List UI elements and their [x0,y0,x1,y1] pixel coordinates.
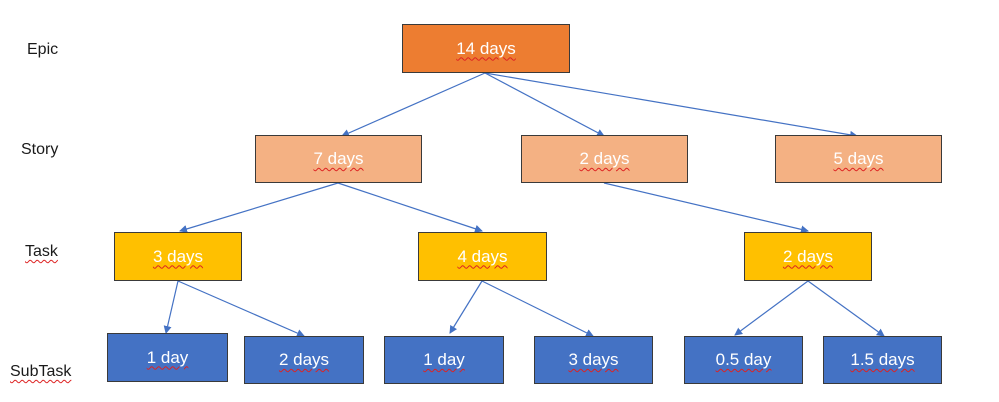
level-label-task: Task [25,243,58,260]
subtask-node-4: 3 days [534,336,653,384]
task-node-2: 4 days [418,232,547,281]
subtask-node-6-label: 1.5 days [850,350,915,369]
arrow-epic-to-story-3 [484,72,858,139]
story-node-1-label: 7 days [313,149,364,168]
task-node-2-label: 4 days [457,246,508,266]
task-node-1: 3 days [114,232,242,281]
arrow-task-1-to-subtask-1 [163,280,179,334]
story-node-3: 5 days [775,135,942,183]
story-node-2: 2 days [521,135,688,183]
subtask-node-5-label: 0.5 day [715,350,772,369]
subtask-node-4-label: 3 days [568,350,619,369]
level-label-story: Story [21,141,59,158]
story-node-3-label: 5 days [833,149,884,168]
task-node-3-label: 2 days [782,246,834,266]
subtask-node-1: 1 day [107,333,228,382]
subtask-node-1-label: 1 day [146,347,189,367]
arrow-story-1-to-task-1 [179,182,339,233]
subtask-node-5: 0.5 day [684,336,803,384]
subtask-node-2-label: 2 days [278,350,330,369]
subtask-node-3-label: 1 day [423,350,465,369]
arrow-task-3-to-subtask-5 [734,280,809,336]
level-label-subtask: SubTask [10,363,72,380]
epic-node-label: 14 days [456,38,516,58]
subtask-node-3: 1 day [384,336,504,384]
arrow-task-3-to-subtask-6 [807,280,885,337]
task-node-3: 2 days [744,232,872,281]
story-node-2-label: 2 days [579,149,630,168]
arrow-story-2-to-task-3 [603,182,809,234]
epic-node: 14 days [402,24,570,73]
arrow-epic-to-story-2 [484,72,605,137]
story-node-1: 7 days [255,135,422,183]
subtask-node-6: 1.5 days [823,336,942,384]
arrow-task-1-to-subtask-2 [177,280,305,337]
task-node-1-label: 3 days [152,246,204,266]
arrow-task-2-to-subtask-3 [449,280,483,334]
arrow-story-1-to-task-2 [337,182,483,233]
arrow-task-2-to-subtask-4 [481,280,594,337]
arrow-epic-to-story-1 [341,72,486,137]
subtask-node-2: 2 days [244,336,364,384]
level-label-epic: Epic [27,41,59,58]
